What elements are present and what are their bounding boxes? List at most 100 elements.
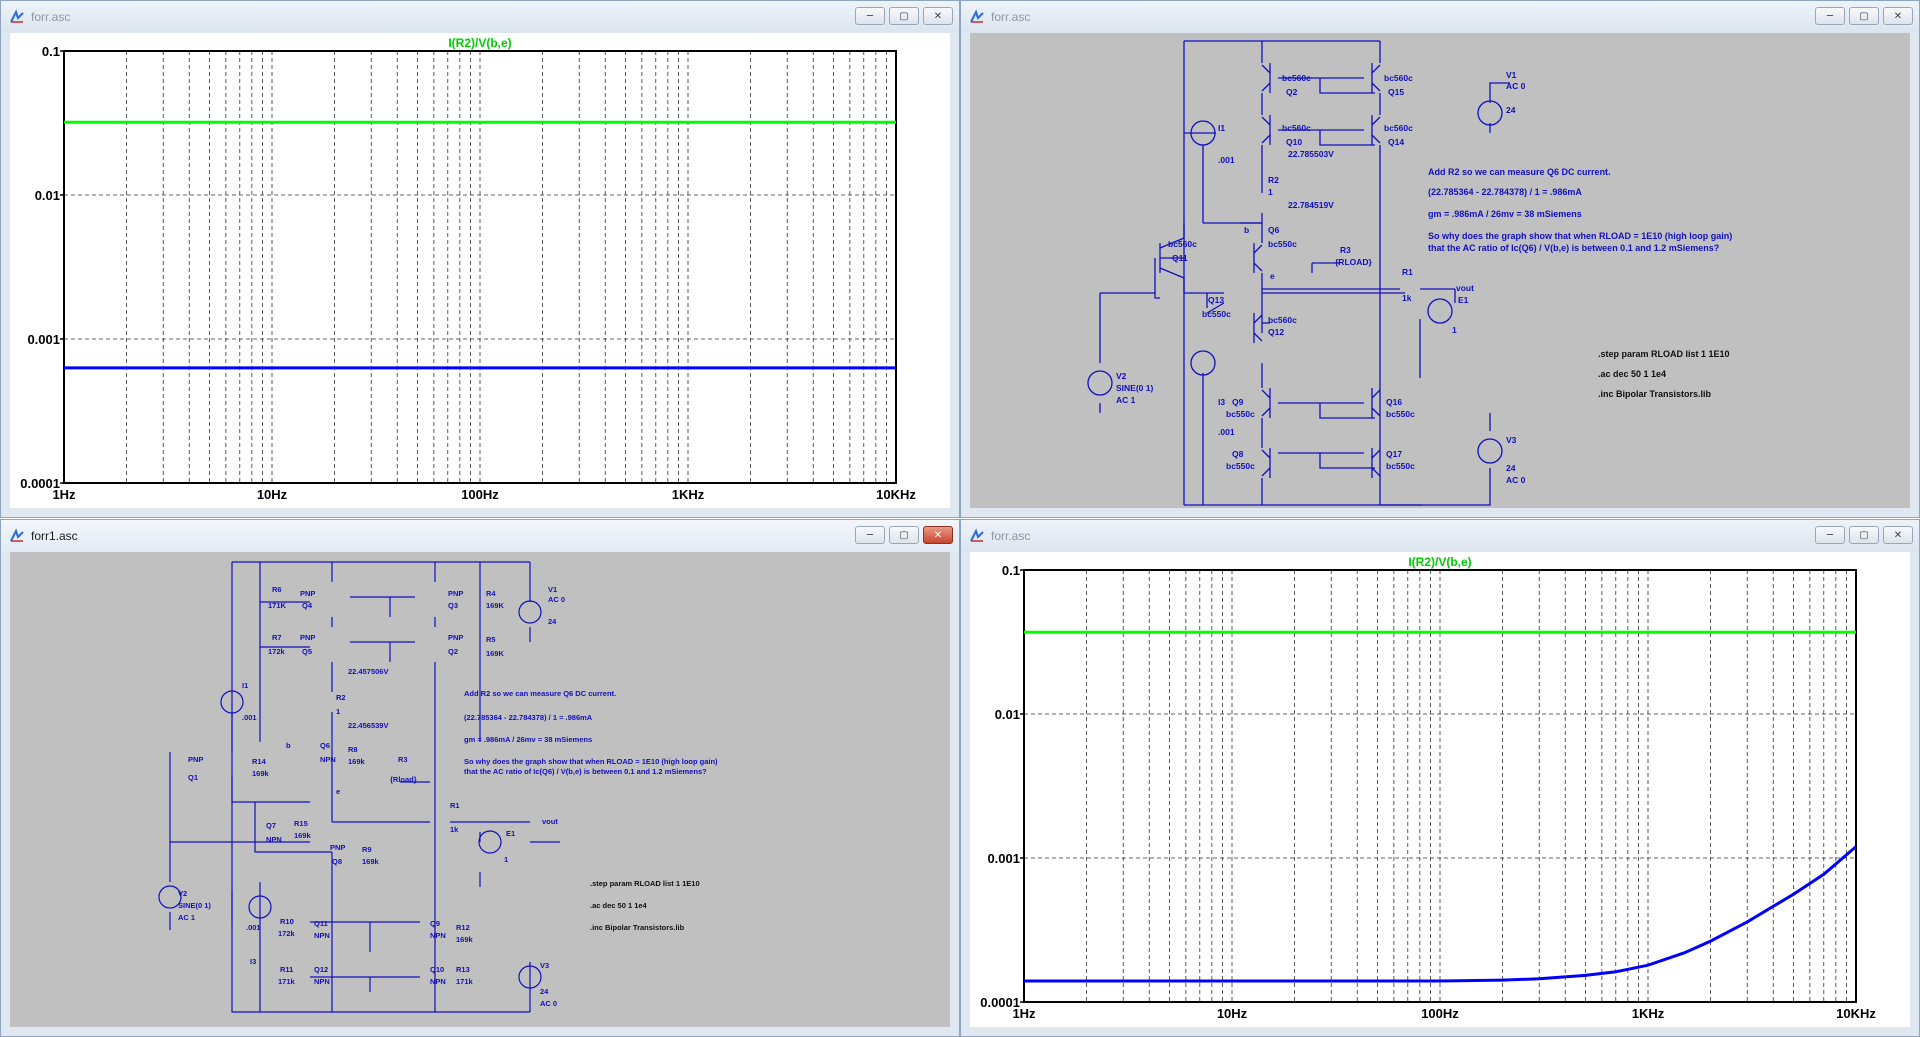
label: Q11 xyxy=(1172,253,1188,263)
label: Q10 xyxy=(430,965,444,974)
schematic-labels: R6 171K PNP Q4 PNP Q3 R4 169K V1 AC 0 24… xyxy=(178,585,565,1008)
maximize-button[interactable]: ▢ xyxy=(889,7,919,25)
close-icon: ✕ xyxy=(1893,10,1903,22)
label: Q9 xyxy=(1232,397,1244,407)
maximize-button[interactable]: ▢ xyxy=(1849,7,1879,25)
label: PNP xyxy=(188,755,203,764)
window-title: forr.asc xyxy=(991,529,1031,543)
minimize-button[interactable]: ─ xyxy=(1815,7,1845,25)
schematic-window-top-right[interactable]: forr.asc ─ ▢ ✕ xyxy=(960,0,1920,518)
label: NPN xyxy=(320,755,336,764)
close-button[interactable]: ✕ xyxy=(1883,7,1913,25)
title-bar[interactable]: forr1.asc ─ ▢ ✕ xyxy=(1,520,959,552)
label: PNP xyxy=(448,589,463,598)
note-line: (22.785364 - 22.784378) / 1 = .986mA xyxy=(1428,187,1582,197)
trace-label[interactable]: I(R2)/V(b,e) xyxy=(448,36,511,50)
label: R8 xyxy=(348,745,358,754)
close-button[interactable]: ✕ xyxy=(923,7,953,25)
label: 1k xyxy=(1402,293,1412,303)
label: R2 xyxy=(1268,175,1279,185)
directive: .inc Bipolar Transistors.lib xyxy=(1598,389,1712,399)
trace-label[interactable]: I(R2)/V(b,e) xyxy=(1408,555,1471,569)
title-bar[interactable]: forr.asc ─ ▢ ✕ xyxy=(1,1,959,33)
note-line: So why does the graph show that when RLO… xyxy=(1428,231,1732,241)
title-bar[interactable]: forr.asc ─ ▢ ✕ xyxy=(961,1,1919,33)
label: 24 xyxy=(1506,463,1516,473)
x-tick-label: 100Hz xyxy=(461,487,499,502)
label: E1 xyxy=(506,829,515,838)
label: 24 xyxy=(540,987,549,996)
label: Q6 xyxy=(1268,225,1280,235)
label: R6 xyxy=(272,585,282,594)
transistor-symbols xyxy=(1253,63,1381,478)
label: R1 xyxy=(450,801,460,810)
maximize-button[interactable]: ▢ xyxy=(1849,526,1879,544)
directive: .ac dec 50 1 1e4 xyxy=(590,901,648,910)
label: Q8 xyxy=(332,857,342,866)
label: bc560c xyxy=(1384,123,1413,133)
plot-frame xyxy=(1023,569,1857,1003)
schematic-wires xyxy=(169,561,560,1013)
plot-frame xyxy=(63,50,897,484)
label: PNP xyxy=(330,843,345,852)
label: R12 xyxy=(456,923,470,932)
window-title: forr1.asc xyxy=(31,529,78,543)
label: bc550c xyxy=(1202,309,1231,319)
comment-block: Add R2 so we can measure Q6 DC current. … xyxy=(464,689,718,776)
y-tick-label: 0.01 xyxy=(35,188,60,203)
close-button[interactable]: ✕ xyxy=(923,526,953,544)
label: Q16 xyxy=(1386,397,1402,407)
title-bar[interactable]: forr.asc ─ ▢ ✕ xyxy=(961,520,1919,552)
schematic-pane[interactable]: R6 171K PNP Q4 PNP Q3 R4 169K V1 AC 0 24… xyxy=(10,552,950,1027)
minimize-button[interactable]: ─ xyxy=(1815,526,1845,544)
label: AC 1 xyxy=(178,913,195,922)
label: 22.784519V xyxy=(1288,200,1334,210)
schematic-window-bottom-left[interactable]: forr1.asc ─ ▢ ✕ xyxy=(0,519,960,1037)
maximize-icon: ▢ xyxy=(899,10,909,22)
label: R1 xyxy=(1402,267,1413,277)
label: Q11 xyxy=(314,919,328,928)
x-tick-label: 1Hz xyxy=(1012,1006,1036,1021)
trace-line-1[interactable] xyxy=(1024,845,1857,983)
schematic-canvas[interactable]: R6 171K PNP Q4 PNP Q3 R4 169K V1 AC 0 24… xyxy=(10,552,952,1029)
label: 24 xyxy=(548,617,557,626)
label: 169k xyxy=(362,857,380,866)
label: Q12 xyxy=(1268,327,1284,337)
label: 1k xyxy=(450,825,459,834)
label: bc560c xyxy=(1282,73,1311,83)
y-tick-label: 0.001 xyxy=(27,332,60,347)
label: R7 xyxy=(272,633,282,642)
label: V3 xyxy=(540,961,549,970)
window-title: forr.asc xyxy=(991,10,1031,24)
label: SINE(0 1) xyxy=(1116,383,1153,393)
label: bc550c xyxy=(1386,461,1415,471)
label: vout xyxy=(542,817,558,826)
minimize-button[interactable]: ─ xyxy=(855,526,885,544)
minimize-button[interactable]: ─ xyxy=(855,7,885,25)
x-tick-label: 1KHz xyxy=(672,487,705,502)
label: R4 xyxy=(486,589,496,598)
directive: .ac dec 50 1 1e4 xyxy=(1598,369,1666,379)
label: R15 xyxy=(294,819,308,828)
label: b xyxy=(286,741,291,750)
label: NPN xyxy=(266,835,282,844)
label: 22.785503V xyxy=(1288,149,1334,159)
maximize-icon: ▢ xyxy=(1859,529,1869,541)
note-line: gm = .986mA / 26mv = 38 mSiemens xyxy=(1428,209,1582,219)
label: .001 xyxy=(242,713,257,722)
schematic-pane[interactable]: bc560c Q2 bc560c Q15 bc560c Q10 bc560c Q… xyxy=(970,33,1910,508)
comment-block: Add R2 so we can measure Q6 DC current. … xyxy=(1428,167,1732,253)
ltspice-icon xyxy=(10,528,24,542)
schematic-canvas[interactable]: bc560c Q2 bc560c Q15 bc560c Q10 bc560c Q… xyxy=(970,33,1912,510)
y-tick-label: 0.0001 xyxy=(20,476,60,491)
x-tick-label: 100Hz xyxy=(1421,1006,1459,1021)
label: I3 xyxy=(250,957,256,966)
close-button[interactable]: ✕ xyxy=(1883,526,1913,544)
maximize-button[interactable]: ▢ xyxy=(889,526,919,544)
